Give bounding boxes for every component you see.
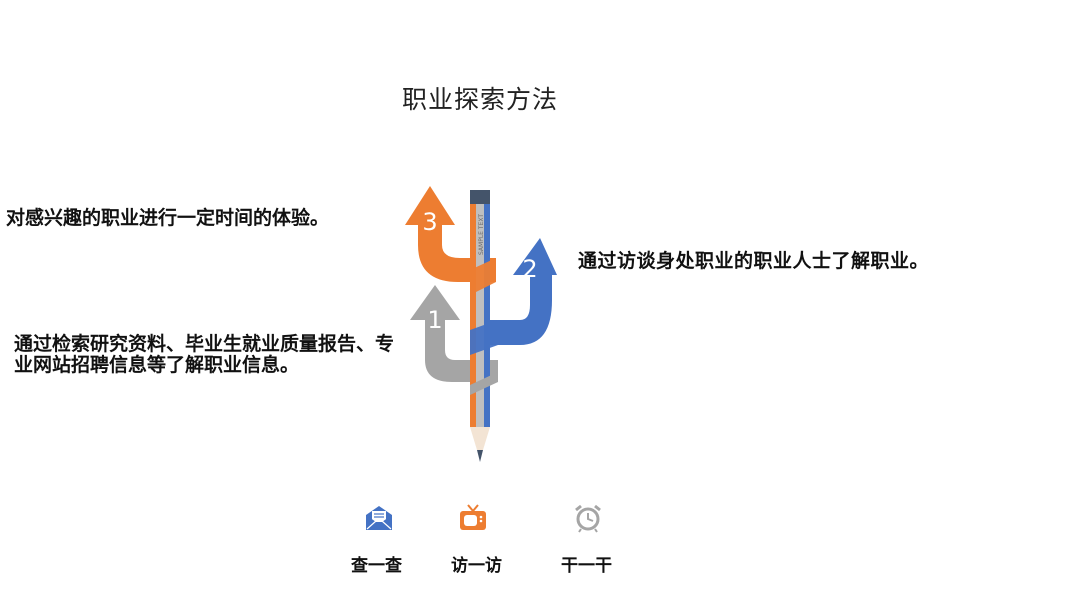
pencil-arrows-diagram: 1 2 3 SAMPLE TEXT bbox=[405, 186, 557, 462]
arrow-3-number: 3 bbox=[422, 208, 437, 236]
arrow-2-blue: 2 bbox=[475, 238, 557, 345]
pencil: SAMPLE TEXT bbox=[470, 190, 490, 462]
arrow-1-gray: 1 bbox=[410, 285, 498, 382]
page-title: 职业探索方法 bbox=[401, 85, 558, 114]
step-3-text: 对感兴趣的职业进行一定时间的体验。 bbox=[6, 207, 330, 229]
alarm-clock-icon bbox=[575, 504, 601, 533]
step-1-text: 通过检索研究资料、毕业生就业质量报告、专业网站招聘信息等了解职业信息。 bbox=[14, 333, 395, 376]
method-label-interview: 访一访 bbox=[451, 556, 502, 576]
step-2-text: 通过访谈身处职业的职业人士了解职业。 bbox=[578, 250, 930, 272]
envelope-icon bbox=[366, 506, 392, 530]
tv-icon bbox=[460, 504, 486, 530]
pencil-label: SAMPLE TEXT bbox=[478, 214, 485, 255]
method-label-practice: 干一干 bbox=[561, 556, 612, 576]
method-label-search: 查一查 bbox=[351, 556, 402, 576]
arrow-1-number: 1 bbox=[427, 306, 442, 334]
arrow-2-number: 2 bbox=[522, 255, 537, 283]
